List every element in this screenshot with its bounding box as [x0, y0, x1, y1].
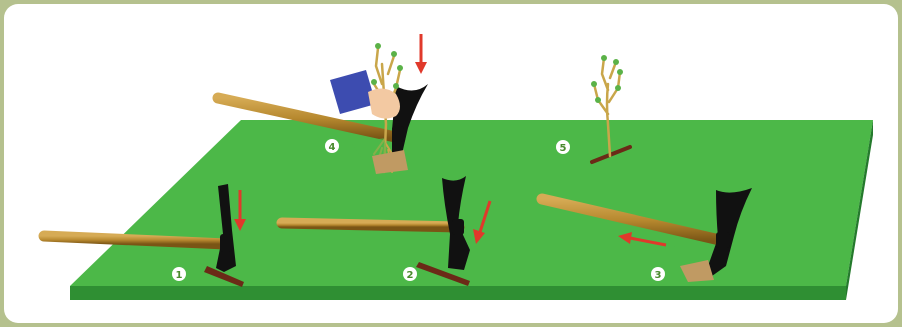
illustration-frame: 1 2 3 4 5	[4, 4, 898, 323]
step-badge-2: 2	[403, 267, 417, 281]
step-number: 5	[560, 143, 567, 154]
step-number: 3	[655, 270, 662, 281]
step-4-arrow	[415, 34, 427, 74]
ground-slab	[70, 120, 873, 300]
step-number: 2	[407, 270, 414, 281]
step-4-hand	[330, 70, 400, 119]
step-number: 4	[329, 142, 336, 153]
step-badge-5: 5	[556, 140, 570, 154]
step-badge-3: 3	[651, 267, 665, 281]
planting-steps-diagram: 1 2 3 4 5	[4, 4, 898, 323]
step-badge-4: 4	[325, 139, 339, 153]
step-number: 1	[176, 270, 183, 281]
step-badge-1: 1	[172, 267, 186, 281]
